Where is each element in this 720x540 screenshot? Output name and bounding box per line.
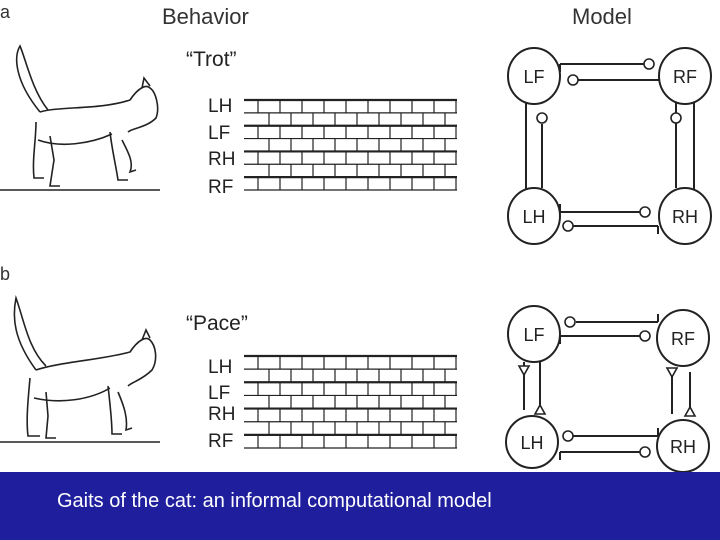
node-label: RH [670,437,696,457]
node-label: LH [520,433,543,453]
inhibitory-connector [562,220,574,232]
leg-labels: LH LF RH RF [208,357,235,452]
node-rf [658,47,712,105]
caption-bar: Gaits of the cat: an informal computatio… [0,472,720,540]
node-label: LH [522,207,545,227]
cat-illustration [15,44,159,187]
model-nodes: LF RF LH RH [505,305,710,472]
cat-illustration [13,295,157,439]
inhibitory-connector [670,112,682,124]
node-lf [507,305,561,363]
inhibitory-connector [564,316,576,328]
leg-label: LH [208,357,232,378]
node-lh [505,415,559,469]
inhibitory-connector [639,206,651,218]
leg-label: RF [208,177,233,198]
model-network [523,314,691,460]
inhibitory-connector [536,112,548,124]
leg-label: LF [208,123,230,144]
node-label: LF [523,325,544,345]
leg-label: LH [208,96,232,117]
inhibitory-connector [567,74,579,86]
excitatory-connector [533,403,547,415]
inhibitory-connector [643,58,655,70]
inhibitory-connector [639,330,651,342]
leg-label: LF [208,383,230,404]
model-nodes: LF RF LH RH [507,47,712,245]
gait-name: “Trot” [186,48,237,71]
node-rh [658,187,712,245]
node-label: RF [673,67,697,87]
excitatory-connector [683,405,697,417]
figure-canvas: Behavior Model a “Trot” LH LF RH RF [0,2,712,472]
node-rh [656,419,710,472]
connector-markers [517,316,697,458]
model-header: Model [572,4,632,29]
node-rf [656,309,710,367]
node-label: LF [523,67,544,87]
leg-label: RF [208,431,233,452]
gait-diagram [244,98,457,191]
node-lf [507,47,561,105]
panel-a: a “Trot” LH LF RH RF [0,2,712,245]
gait-name: “Pace” [186,312,248,335]
leg-labels: LH LF RH RF [208,96,235,198]
slide-caption: Gaits of the cat: an informal computatio… [57,490,492,512]
model-network [525,63,695,234]
node-label: RF [671,329,695,349]
panel-b: b “Pace” LH LF RH RF [0,264,710,472]
leg-label: RH [208,404,235,425]
panel-letter: b [0,264,10,284]
inhibitory-connector [639,446,651,458]
node-label: RH [672,207,698,227]
node-lh [507,187,561,245]
behavior-header: Behavior [162,4,249,29]
leg-label: RH [208,149,235,170]
panel-letter: a [0,2,11,22]
gait-diagram [244,354,457,449]
inhibitory-connector [562,430,574,442]
excitatory-connector [517,365,531,377]
excitatory-connector [665,367,679,379]
